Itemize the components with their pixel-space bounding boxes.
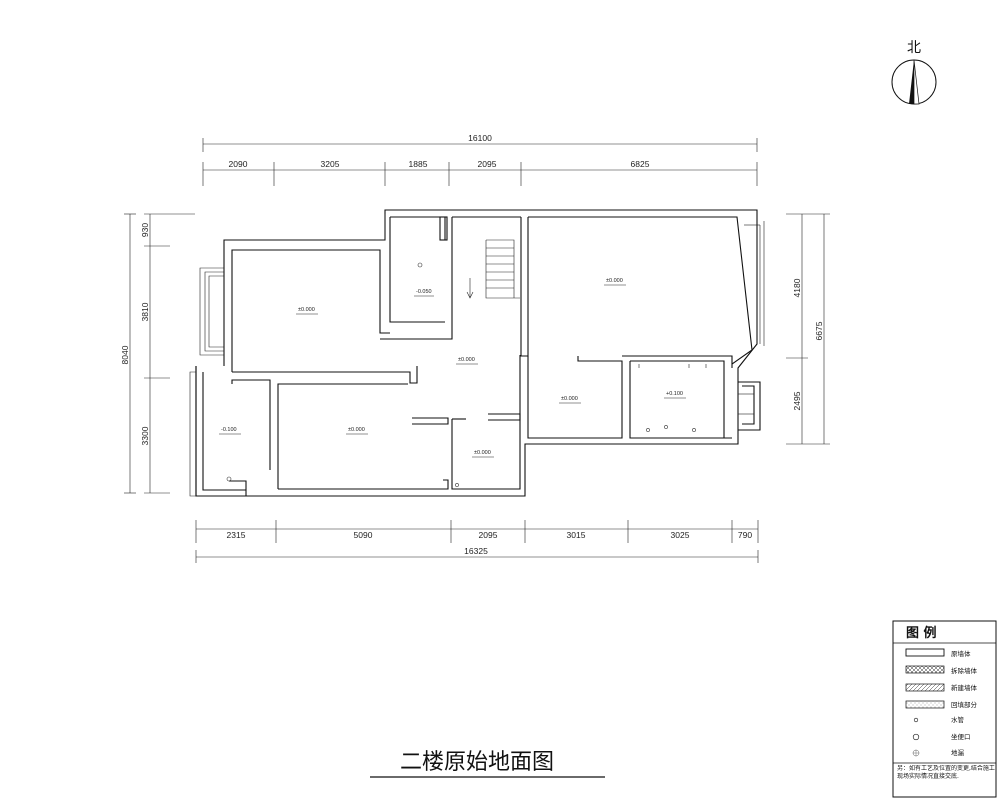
legend-label-3: 新建墙体: [951, 683, 978, 692]
fixtures: [226, 262, 707, 487]
dimension-left: 8040 930 3810 3300: [120, 213, 195, 494]
dim-top-total: 16100: [468, 133, 492, 143]
dim-bottom-1: 2315: [227, 530, 246, 540]
legend-label-1: 原墙体: [951, 649, 971, 658]
legend-label-6: 坐便口: [951, 732, 971, 741]
legend-symbol-circle: [912, 733, 920, 741]
level-small-room: ±0.000: [474, 450, 491, 456]
dim-left-2: 3810: [140, 302, 150, 321]
level-hall: ±0.000: [458, 357, 475, 363]
drawing-title: 二楼原始地面图: [370, 750, 605, 778]
north-label: 北: [907, 40, 921, 56]
dim-top-4: 2095: [478, 159, 497, 169]
level-mid-right-room: ±0.000: [561, 396, 578, 402]
dim-top-1: 2090: [229, 159, 248, 169]
dim-bottom-3: 2095: [479, 530, 498, 540]
level-bath-top: -0.050: [416, 289, 432, 295]
legend-symbol-hatch: [905, 683, 945, 692]
north-arrow: 北: [891, 40, 937, 105]
legend-symbol-dots: [905, 700, 945, 709]
title-text: 二楼原始地面图: [400, 750, 554, 775]
dim-right-1: 4180: [792, 278, 802, 297]
level-lower-middle-room: ±0.000: [348, 427, 365, 433]
dim-bottom-2: 5090: [354, 530, 373, 540]
dim-top-5: 6825: [631, 159, 650, 169]
dim-bottom-6: 790: [738, 530, 752, 540]
dim-top-3: 1885: [409, 159, 428, 169]
legend-note: 另：如有工艺及位置的变更,结合施工现场实际情况直接交底.: [897, 765, 995, 780]
legend-label-4: 回填部分: [951, 700, 978, 709]
legend-symbol-drain: [912, 749, 920, 757]
legend-label-5: 水管: [951, 715, 965, 724]
dim-bottom-total: 16325: [464, 546, 488, 556]
dimension-right: 4180 2495 6675: [786, 213, 830, 445]
walls: [189, 209, 765, 497]
level-balcony-left: -0.100: [221, 427, 237, 433]
dim-left-total: 8040: [120, 345, 130, 364]
dim-top-2: 3205: [321, 159, 340, 169]
level-big-left-room: ±0.000: [298, 307, 315, 313]
legend-symbol-plain: [905, 648, 945, 657]
dimension-bottom: 2315 5090 2095 3015 3025 790 16325: [195, 520, 759, 563]
level-right-bath: +0.100: [666, 391, 683, 397]
dim-left-3: 3300: [140, 426, 150, 445]
legend-label-7: 地漏: [951, 748, 965, 757]
dim-left-1: 930: [140, 223, 150, 237]
legend-heading: 图 例: [906, 625, 937, 641]
dim-bottom-5: 3025: [671, 530, 690, 540]
dimension-top: 16100 2090 3205 1885 2095 6825: [202, 133, 758, 186]
level-right-big-room: ±0.000: [606, 278, 623, 284]
staircase: [466, 239, 520, 299]
dim-right-total: 6675: [814, 321, 824, 340]
dim-bottom-4: 3015: [567, 530, 586, 540]
dim-right-2: 2495: [792, 391, 802, 410]
legend-label-2: 拆除墙体: [951, 666, 978, 675]
legend: 图 例 原墙体 拆除墙体 新建墙体 回填部分 水管 坐便口 地漏 另：如有工艺及…: [892, 620, 997, 798]
legend-symbol-crosshatch: [905, 665, 945, 674]
legend-symbol-small-circle: [913, 717, 919, 723]
level-marks: ±0.000 -0.050 ±0.000 ±0.000 ±0.000 +0.10…: [219, 278, 686, 458]
